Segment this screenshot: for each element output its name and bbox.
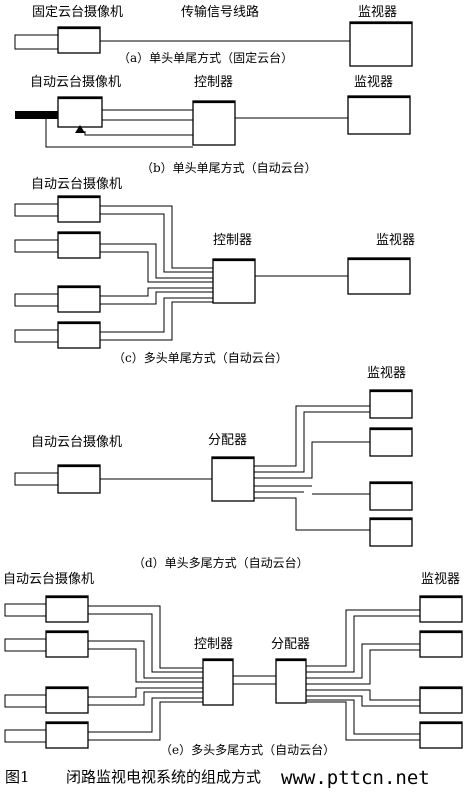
monitor-icon <box>369 389 413 419</box>
controller-icon <box>192 100 236 146</box>
panel-b-caption: （b）单头单尾方式（自动云台） <box>141 160 317 175</box>
camera-icon <box>4 595 89 623</box>
panel-e-monitor-label: 监视器 <box>421 572 460 587</box>
camera-icon <box>4 630 89 658</box>
monitor-icon <box>419 630 463 658</box>
camera-icon <box>14 195 101 223</box>
camera-icon <box>4 721 89 749</box>
panel-e-distributor-label: 分配器 <box>271 637 310 652</box>
monitor-icon <box>347 257 411 295</box>
watermark: www.pttcn.net <box>281 767 430 789</box>
panel-e-controller-label: 控制器 <box>194 637 233 652</box>
panel-b-camera-label: 自动云台摄像机 <box>30 75 121 90</box>
panel-b-monitor-label: 监视器 <box>354 75 393 90</box>
figure-title: 闭路监视电视系统的组成方式 <box>66 768 261 786</box>
camera-icon <box>14 26 101 54</box>
panel-b: 自动云台摄像机 控制器 监视器 （b）单头单尾方式（自动云台） <box>15 75 411 175</box>
panel-e: 自动云台摄像机 监视器 控制器 分配器 <box>3 572 463 757</box>
panel-e-camera-label: 自动云台摄像机 <box>3 572 94 587</box>
panel-d-monitor-label: 监视器 <box>367 366 406 381</box>
panel-d-caption: （d）单头多尾方式（自动云台） <box>133 555 309 570</box>
monitor-icon <box>347 95 411 135</box>
camera-icon <box>14 285 101 313</box>
controller-icon <box>202 658 234 706</box>
figure-number: 图1 <box>5 768 30 786</box>
panel-d-distributor-label: 分配器 <box>208 433 247 448</box>
panel-c: 自动云台摄像机 控制器 监视器 <box>14 177 415 365</box>
panel-a: 固定云台摄像机 传输信号线路 监视器 （a）单头单尾方式（固定云台） <box>14 4 413 67</box>
monitor-icon <box>419 721 463 749</box>
panel-b-controller-label: 控制器 <box>194 75 233 90</box>
panel-a-monitor-label: 监视器 <box>358 5 397 20</box>
monitor-icon <box>419 595 463 623</box>
monitor-icon <box>419 686 463 714</box>
distributor-icon <box>275 658 307 704</box>
panel-a-caption: （a）单头单尾方式（固定云台） <box>118 50 293 65</box>
panel-c-monitor-label: 监视器 <box>376 233 415 248</box>
monitor-icon <box>369 427 413 457</box>
camera-icon <box>14 321 101 349</box>
panel-e-caption: （e）多头多尾方式（自动云台） <box>160 742 335 757</box>
monitor-icon <box>369 517 413 547</box>
distributor-icon <box>211 456 255 502</box>
panel-c-camera-label: 自动云台摄像机 <box>31 177 122 192</box>
controller-icon <box>212 258 256 304</box>
panel-c-controller-label: 控制器 <box>213 233 252 248</box>
panel-d: 监视器 自动云台摄像机 分配器 <box>14 366 413 570</box>
panel-c-caption: （c）多头单尾方式（自动云台） <box>113 350 288 365</box>
monitor-icon <box>369 481 413 511</box>
panel-a-camera-label: 固定云台摄像机 <box>32 5 123 20</box>
camera-icon <box>4 686 89 714</box>
camera-icon <box>14 464 101 494</box>
pan-tilt-mount-icon <box>75 125 85 133</box>
camera-icon <box>15 96 103 128</box>
camera-icon <box>14 231 101 259</box>
monitor-icon <box>349 21 413 67</box>
panel-d-camera-label: 自动云台摄像机 <box>31 435 122 450</box>
panel-a-line-label: 传输信号线路 <box>181 4 259 20</box>
